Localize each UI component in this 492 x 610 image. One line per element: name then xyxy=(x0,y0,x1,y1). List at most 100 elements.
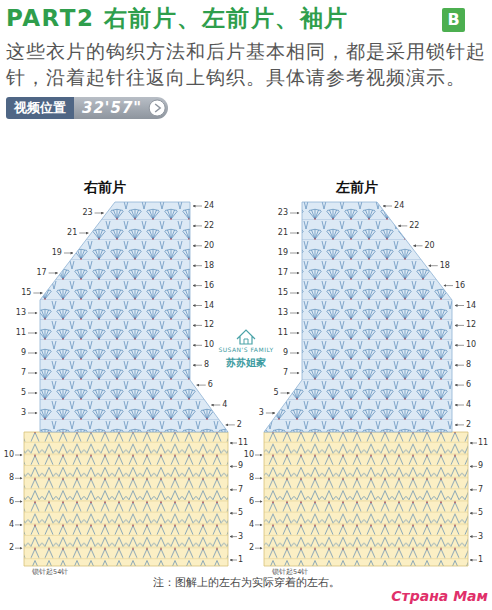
row-number: 9 xyxy=(478,462,483,471)
row-arrow xyxy=(230,443,237,444)
row-arrow xyxy=(266,413,275,414)
chain-note: 锁针起54针 xyxy=(32,569,68,576)
row-arrow xyxy=(193,245,202,246)
row-number: 4 xyxy=(222,401,227,410)
row-arrow xyxy=(290,233,299,234)
watermark-house xyxy=(237,330,255,344)
row-number: 9 xyxy=(238,462,243,471)
row-number: 19 xyxy=(278,249,288,258)
row-arrow xyxy=(290,333,299,334)
row-number: 24 xyxy=(204,202,214,211)
piece-title: 左前片 xyxy=(336,180,378,195)
note-caption: 注：图解上的左右为实际穿着的左右。 xyxy=(153,577,340,589)
body-region xyxy=(264,202,452,432)
watermark-text: 苏苏姐家 xyxy=(226,357,266,368)
row-number: 13 xyxy=(16,309,26,318)
row-arrow xyxy=(255,524,262,525)
stitch-pattern xyxy=(264,432,468,566)
row-number: 20 xyxy=(425,241,435,250)
row-number: 5 xyxy=(238,509,243,518)
row-number: 10 xyxy=(204,341,214,350)
stitch-pattern xyxy=(24,432,228,566)
row-number: 4 xyxy=(466,401,471,410)
play-icon xyxy=(149,100,165,116)
row-arrow xyxy=(470,489,477,490)
row-number: 2 xyxy=(237,420,242,429)
row-number: 18 xyxy=(204,261,214,270)
row-arrows xyxy=(15,206,477,560)
row-arrow xyxy=(290,293,299,294)
row-number: 7 xyxy=(238,485,243,494)
video-label: 视频位置 xyxy=(6,97,74,119)
row-arrow xyxy=(470,560,477,561)
row-arrow xyxy=(193,365,202,366)
row-arrow xyxy=(470,466,477,467)
row-arrow xyxy=(470,513,477,514)
row-number: 10 xyxy=(4,451,14,460)
row-arrow xyxy=(28,333,37,334)
row-arrow xyxy=(15,501,22,502)
row-number: 8 xyxy=(204,361,209,370)
row-number: 6 xyxy=(208,381,213,390)
intro-text: 这些衣片的钩织方法和后片基本相同，都是采用锁针起针，沿着起针往返向上钩织。具体请… xyxy=(6,38,492,90)
video-time: 32'57" xyxy=(74,97,168,119)
row-number: 22 xyxy=(409,221,419,230)
row-number: 8 xyxy=(466,361,471,370)
row-arrow xyxy=(455,325,464,326)
row-number: 20 xyxy=(204,241,214,250)
row-arrow xyxy=(230,560,237,561)
row-number: 5 xyxy=(478,509,483,518)
row-number: 3 xyxy=(238,532,243,541)
row-arrow xyxy=(455,305,464,306)
row-number: 2 xyxy=(466,420,471,429)
chain-note: 锁针起54针 xyxy=(272,569,308,576)
row-arrow xyxy=(455,345,464,346)
row-arrow xyxy=(230,466,237,467)
row-number: 5 xyxy=(21,389,26,398)
row-number: 24 xyxy=(394,202,404,211)
yoke-region xyxy=(24,432,228,566)
row-number: 9 xyxy=(283,349,288,358)
row-arrow xyxy=(193,305,202,306)
row-arrow xyxy=(290,253,299,254)
row-number: 6 xyxy=(249,497,254,506)
row-arrow xyxy=(383,206,392,207)
row-arrow xyxy=(281,393,290,394)
row-arrow xyxy=(230,513,237,514)
row-number: 14 xyxy=(204,301,214,310)
row-number: 9 xyxy=(21,349,26,358)
row-arrow xyxy=(455,405,464,406)
row-arrow xyxy=(193,325,202,326)
row-arrow xyxy=(290,353,299,354)
row-arrow xyxy=(49,273,58,274)
row-arrow xyxy=(444,285,453,286)
row-number: 3 xyxy=(21,409,26,418)
row-arrow xyxy=(15,524,22,525)
row-arrow xyxy=(28,393,37,394)
row-arrow xyxy=(28,413,37,414)
row-number: 3 xyxy=(478,532,483,541)
row-number: 16 xyxy=(455,281,465,290)
row-number: 14 xyxy=(466,301,476,310)
row-number: 4 xyxy=(249,520,254,529)
row-arrow xyxy=(455,385,464,386)
section-badge: B xyxy=(442,8,465,32)
row-number: 15 xyxy=(21,289,31,298)
row-arrow xyxy=(28,373,37,374)
row-arrow xyxy=(33,293,42,294)
row-arrow xyxy=(197,385,206,386)
row-number: 5 xyxy=(273,389,278,398)
stitch-pattern xyxy=(40,202,228,432)
row-arrow xyxy=(455,365,464,366)
video-position-badge: 视频位置32'57" xyxy=(6,97,168,119)
row-arrow xyxy=(255,478,262,479)
row-arrow xyxy=(230,489,237,490)
row-arrow xyxy=(28,313,37,314)
row-number: 17 xyxy=(278,269,288,278)
site-watermark: Страна Мам xyxy=(391,589,488,604)
row-arrow xyxy=(429,265,438,266)
row-number: 2 xyxy=(249,544,254,553)
row-number: 22 xyxy=(204,221,214,230)
row-number: 11 xyxy=(478,439,488,448)
